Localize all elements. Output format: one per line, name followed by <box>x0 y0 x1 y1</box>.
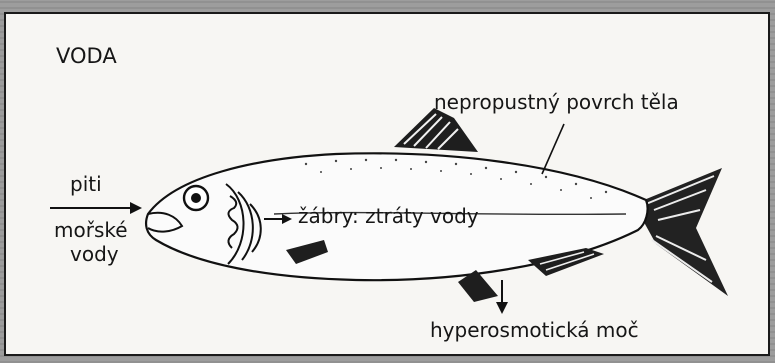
fish-illustration <box>6 14 768 354</box>
urine-label: hyperosmotická moč <box>430 320 639 340</box>
diagram-frame: VODA nepropustný povrch těla piti mořské… <box>4 12 770 356</box>
drinking-label-line1: piti <box>70 174 102 194</box>
urine-arrow <box>496 280 508 314</box>
impermeable-surface-label: nepropustný povrch těla <box>434 92 679 112</box>
drinking-label-line3: vody <box>70 244 119 264</box>
water-heading: VODA <box>56 46 117 67</box>
drinking-arrow <box>50 202 142 214</box>
drinking-label-line2: mořské <box>54 220 128 240</box>
tail-fin <box>634 168 728 296</box>
surface-leader-line <box>542 124 564 174</box>
gills-label: žábry: ztráty vody <box>298 206 479 226</box>
